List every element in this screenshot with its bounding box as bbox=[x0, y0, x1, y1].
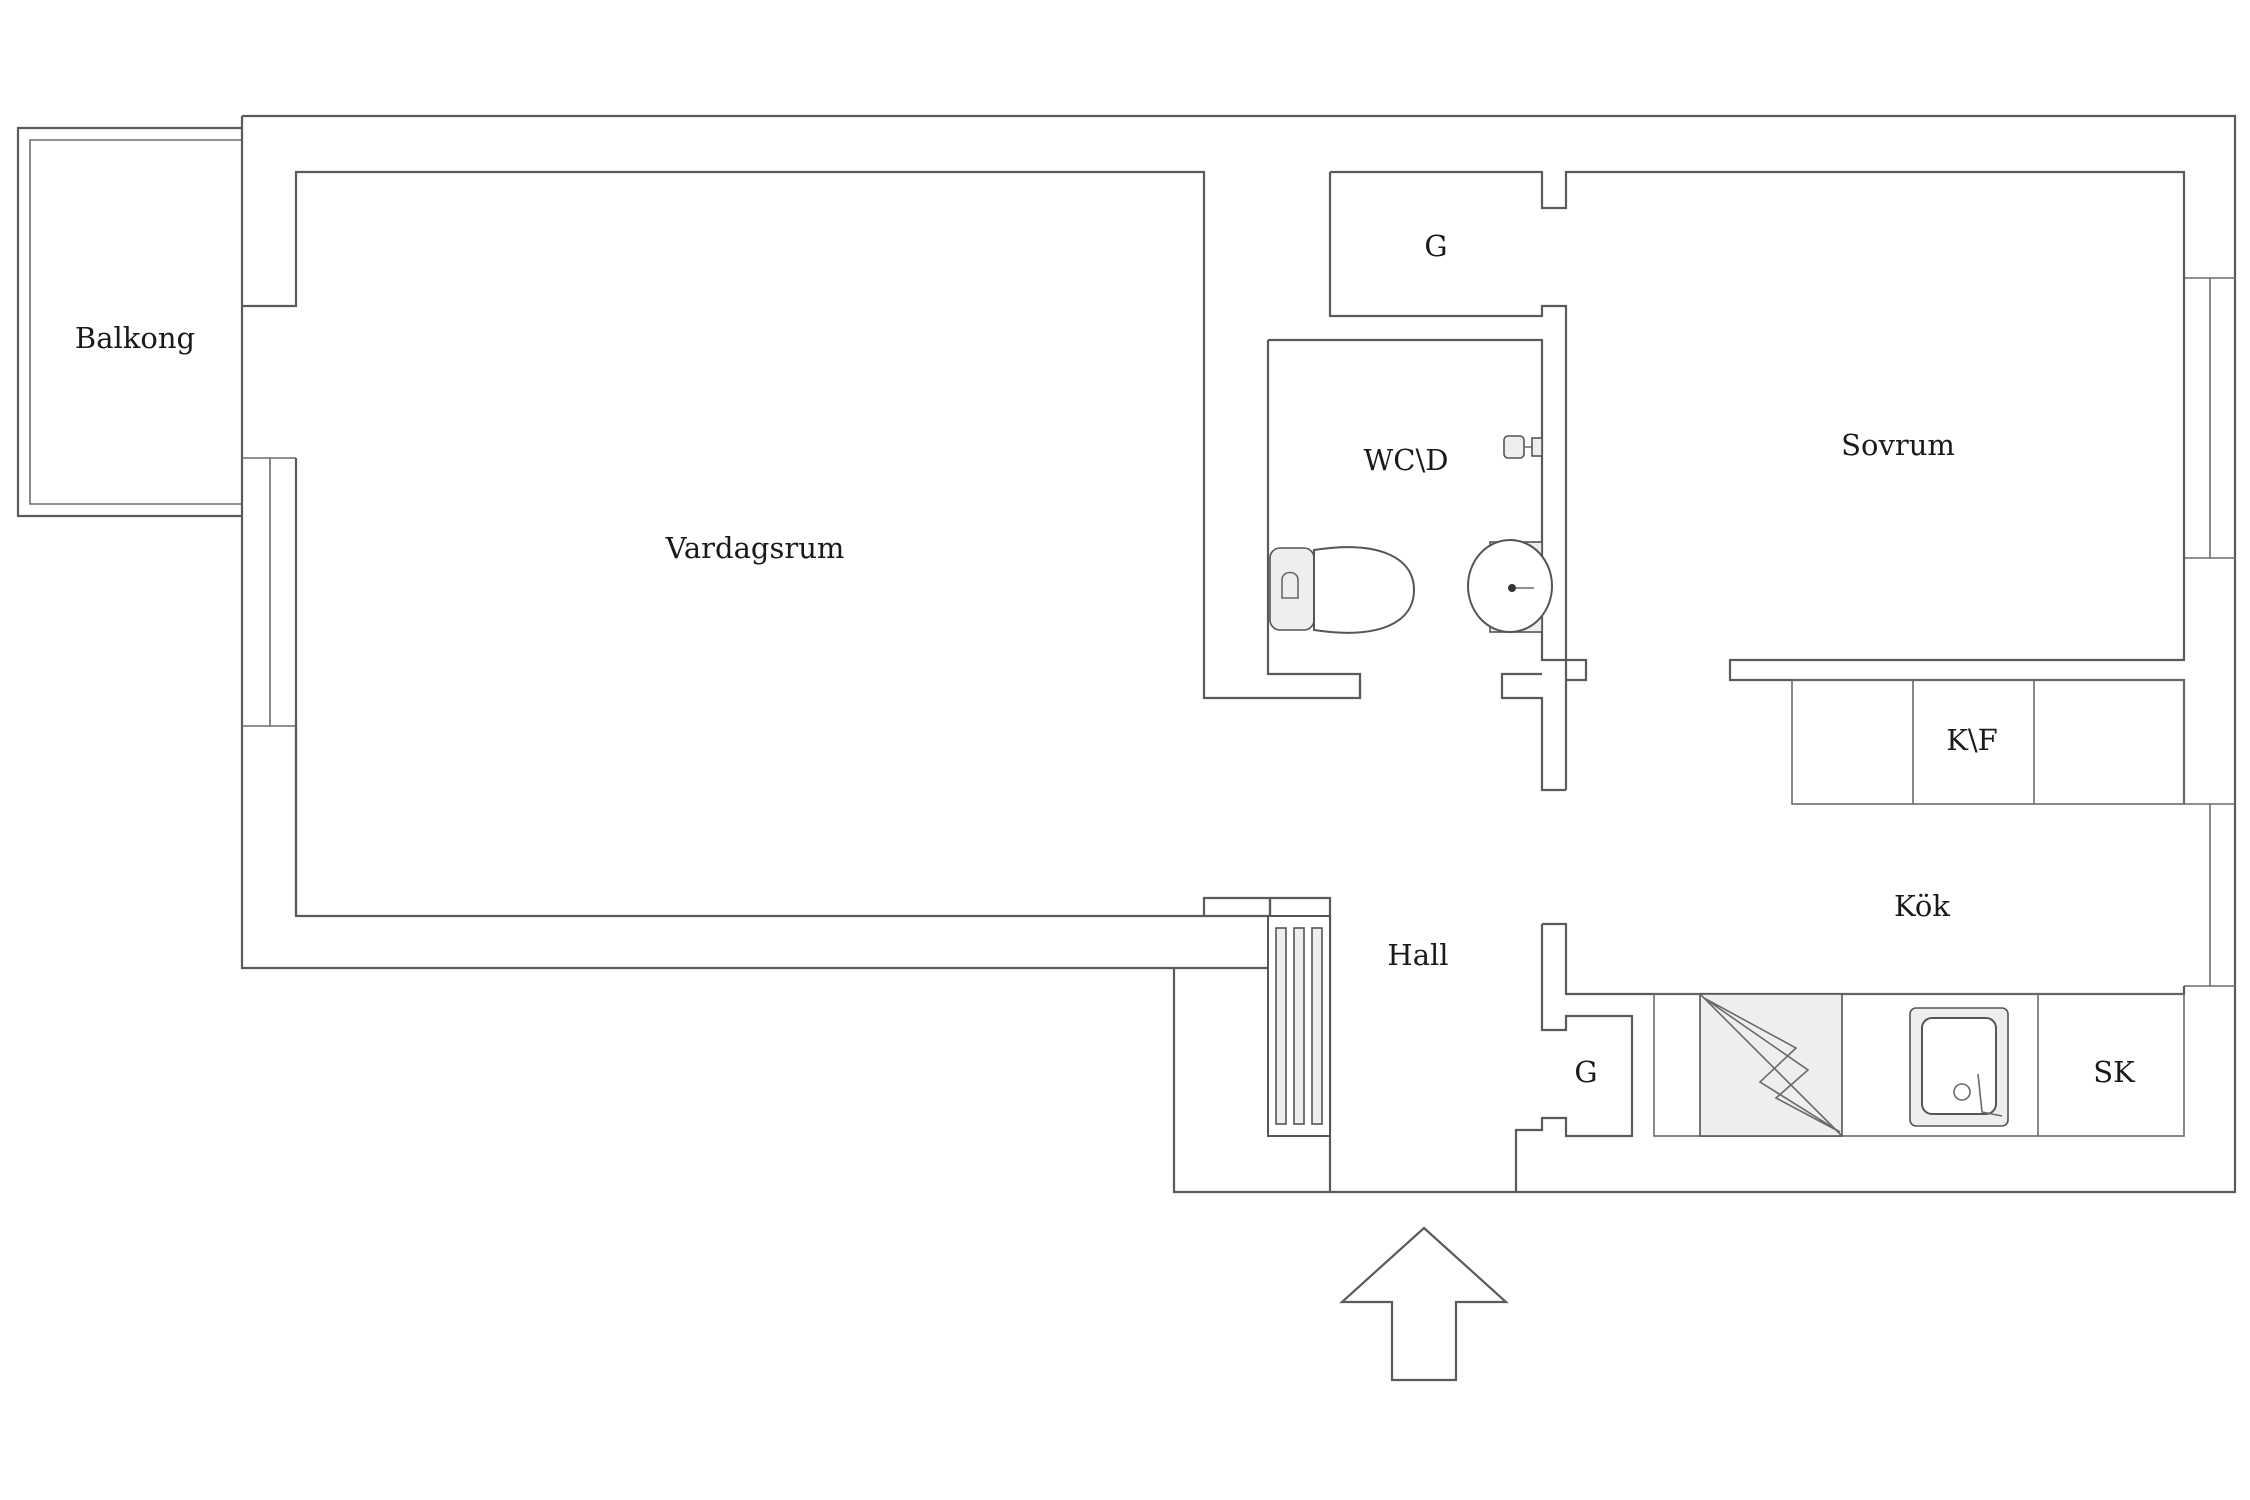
kf-cabinets bbox=[1791, 679, 2185, 805]
radiator-icon bbox=[1267, 915, 1331, 1137]
label-sk: SK bbox=[2093, 1055, 2136, 1089]
sink-icon bbox=[1467, 539, 1553, 633]
kitchen-counter bbox=[1653, 993, 2185, 1137]
window-kitchen-right bbox=[2184, 803, 2235, 987]
kitchen-hall-walls bbox=[1542, 922, 2186, 996]
entrance-arrow-icon bbox=[1339, 1226, 1509, 1382]
label-vardagsrum: Vardagsrum bbox=[665, 531, 845, 565]
window-bedroom-right bbox=[2184, 277, 2235, 559]
toilet-icon bbox=[1269, 546, 1416, 634]
outer-wall bbox=[240, 114, 2237, 1194]
window-living-left bbox=[242, 457, 296, 727]
label-closet-top: G bbox=[1424, 229, 1447, 263]
kitchen-sink-icon bbox=[1909, 1007, 2009, 1127]
wc-walls bbox=[1268, 338, 1588, 682]
label-sovrum: Sovrum bbox=[1841, 428, 1955, 462]
label-closet-hall: G bbox=[1574, 1055, 1597, 1089]
label-kf: K\F bbox=[1946, 723, 1998, 757]
label-balkong: Balkong bbox=[75, 321, 195, 355]
stove-icon bbox=[1699, 993, 1843, 1137]
label-kok: Kök bbox=[1894, 889, 1950, 923]
label-hall: Hall bbox=[1387, 938, 1448, 972]
shower-head-icon bbox=[1503, 435, 1543, 459]
closet-top bbox=[1330, 170, 2186, 804]
balcony bbox=[16, 126, 242, 518]
label-wc: WC\D bbox=[1363, 443, 1448, 477]
living-room-walls bbox=[242, 170, 1362, 700]
